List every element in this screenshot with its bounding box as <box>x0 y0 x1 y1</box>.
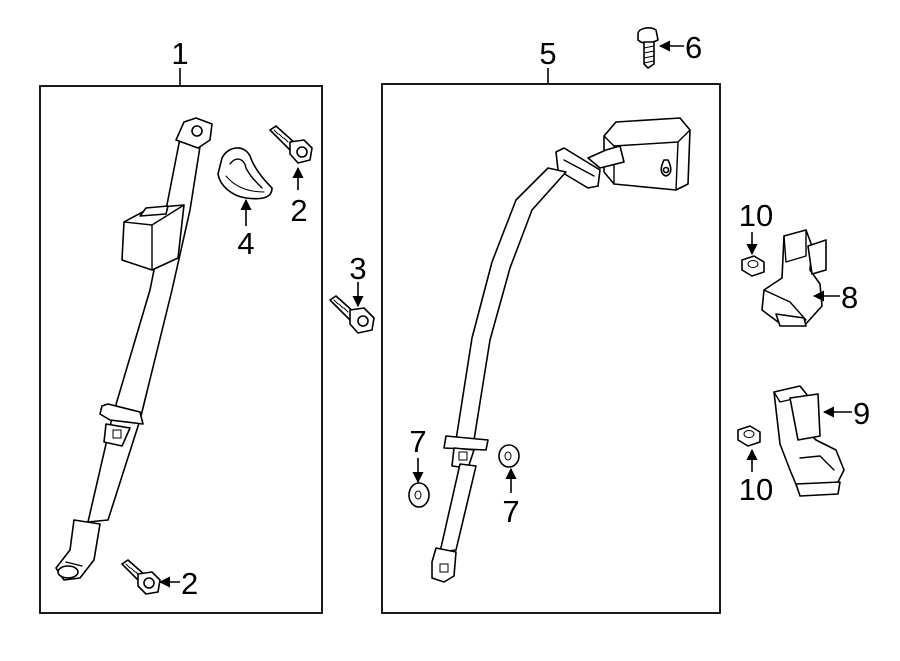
seat-belt-assembly-5 <box>431 117 691 583</box>
callout-7a: 7 <box>409 424 426 459</box>
callout-8: 8 <box>841 280 858 315</box>
nut-10-lower <box>737 425 761 447</box>
callout-5: 5 <box>539 36 556 71</box>
bolt-2-lower <box>121 559 161 595</box>
washer-7-right <box>498 444 520 468</box>
callout-7b: 7 <box>502 494 519 529</box>
callout-4: 4 <box>237 226 254 261</box>
callout-6: 6 <box>685 30 702 65</box>
nut-10-upper <box>741 255 765 277</box>
trim-cap-4 <box>217 147 273 200</box>
callout-1: 1 <box>171 36 188 71</box>
bracket-8 <box>761 229 827 327</box>
callout-2b: 2 <box>181 566 198 601</box>
group-frame-left <box>39 85 323 614</box>
callout-9: 9 <box>853 396 870 431</box>
group-frame-right <box>381 83 721 614</box>
bracket-9 <box>773 385 845 497</box>
callout-10a: 10 <box>739 198 773 233</box>
bolt-3 <box>329 295 375 334</box>
callout-10b: 10 <box>739 472 773 507</box>
washer-7-left <box>408 482 430 508</box>
bolt-2-upper <box>269 125 313 164</box>
bolt-6 <box>637 27 659 69</box>
callout-3: 3 <box>349 251 366 286</box>
callout-2a: 2 <box>290 193 307 228</box>
seat-belt-assembly-1 <box>55 117 213 581</box>
